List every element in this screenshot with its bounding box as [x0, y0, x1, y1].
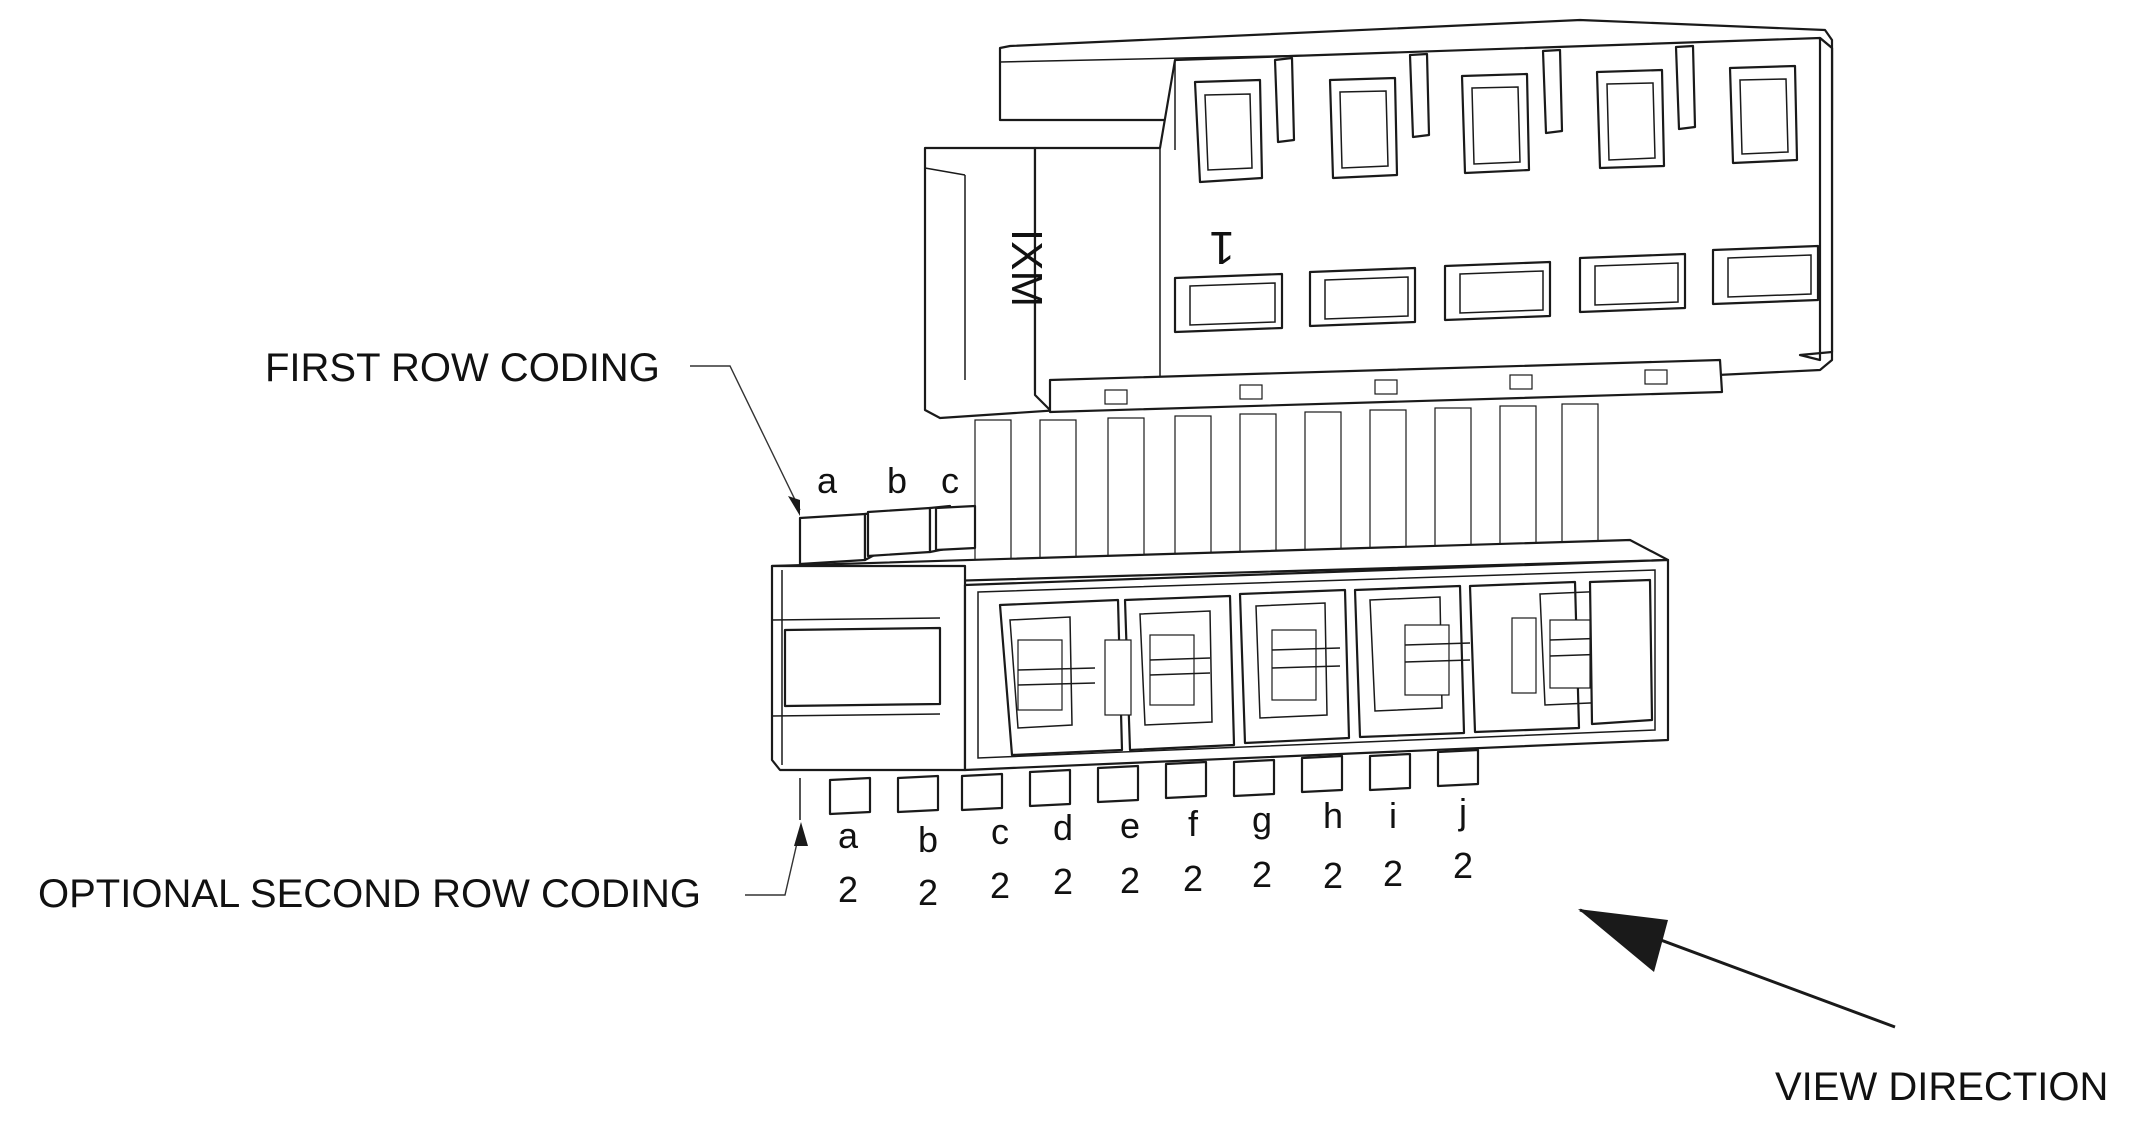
first-row-coding-label: FIRST ROW CODING: [265, 346, 660, 390]
second-row-code-row: 2: [1053, 861, 1073, 902]
second-row-code-letter: e: [1120, 805, 1140, 846]
second-row-code-letter: a: [838, 815, 859, 856]
second-row-code-letter: c: [991, 811, 1009, 852]
brand-marking: IXM: [1002, 229, 1051, 307]
first-row-leader: [690, 365, 801, 516]
second-row-code-row: 2: [1120, 860, 1140, 901]
second-row-code-letter: d: [1053, 807, 1073, 848]
second-row-code-letter: h: [1323, 795, 1343, 836]
second-row-code-row: 2: [918, 872, 938, 913]
second-row-code-row: 2: [838, 869, 858, 910]
second-row-code-letter: j: [1458, 791, 1467, 832]
second-row-code-row: 2: [1383, 853, 1403, 894]
second-row-code-row: 2: [1183, 858, 1203, 899]
contact-pins: [974, 403, 1599, 569]
view-direction-label: VIEW DIRECTION: [1775, 1065, 2108, 1109]
second-row-code-letter: g: [1252, 799, 1272, 840]
second-row-code-letters: a 2 b 2 c 2 d 2 e 2 f 2 g 2 h 2 i 2 j 2: [838, 791, 1473, 913]
view-direction-arrow: [1578, 908, 1896, 1029]
first-row-coding-keys: [798, 504, 977, 566]
second-row-code-letter: b: [918, 819, 938, 860]
upper-housing: IXM 1: [923, 18, 1834, 420]
second-row-coding-label: OPTIONAL SECOND ROW CODING: [38, 872, 701, 916]
lower-cavities: [998, 578, 1654, 757]
upper-window-row: [1173, 244, 1820, 334]
second-row-code-row: 2: [1453, 845, 1473, 886]
second-row-leader: [745, 822, 808, 896]
second-row-code-letter: i: [1389, 795, 1397, 836]
first-row-code-c: c: [941, 460, 959, 501]
second-row-code-row: 2: [1252, 854, 1272, 895]
second-row-coding-keys: [799, 748, 1480, 820]
upper-contact-slots: [1193, 44, 1799, 184]
second-row-code-row: 2: [1323, 855, 1343, 896]
second-row-code-letter: f: [1188, 803, 1199, 844]
second-row-code-row: 2: [990, 865, 1010, 906]
lower-housing: [770, 538, 1670, 772]
upper-latches: [1104, 369, 1668, 405]
first-row-code-a: a: [817, 460, 838, 501]
first-row-code-letters: a b c: [817, 460, 959, 501]
first-row-code-b: b: [887, 460, 907, 501]
position-mark: 1: [1209, 222, 1235, 274]
